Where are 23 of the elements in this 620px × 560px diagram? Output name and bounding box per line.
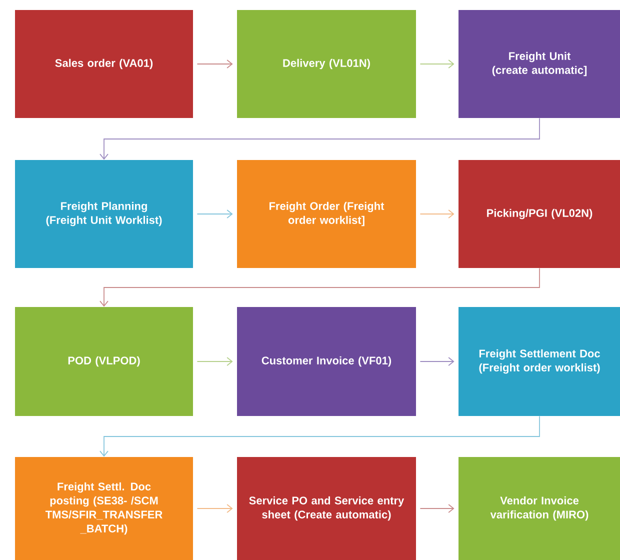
process-box: Picking/PGI (VL02N)	[458, 160, 620, 268]
arrow	[100, 268, 540, 307]
process-box: Freight Unit (create automatic]	[458, 10, 620, 118]
process-box: Freight Order (Freight order worklist]	[237, 160, 416, 268]
process-box: Service PO and Service entry sheet (Create automatic)	[237, 457, 416, 560]
arrow	[420, 504, 454, 513]
arrow	[196, 504, 233, 513]
process-box: Freight Settlement Doc (Freight order worklist)	[458, 307, 620, 416]
process-box: Vendor Invoice varification (MIRO)	[458, 457, 620, 560]
arrow	[196, 357, 233, 366]
process-box: Freight Planning (Freight Unit Worklist)	[15, 160, 193, 268]
arrow	[420, 210, 454, 218]
process-box: POD (VLPOD)	[15, 307, 193, 416]
process-box: Customer Invoice (VF01)	[237, 307, 416, 416]
arrow	[196, 60, 233, 68]
arrow	[100, 416, 540, 457]
process-box: Sales order (VA01)	[15, 10, 193, 118]
process-box: Delivery (VL01N)	[237, 10, 416, 118]
process-box: Freight Settl. Doc posting (SE38- /SCM TMS/SFIR_TRANSFER _BATCH)	[15, 457, 193, 560]
arrow	[420, 60, 454, 68]
arrow	[196, 210, 233, 218]
arrow	[100, 118, 540, 160]
arrow	[420, 357, 454, 366]
